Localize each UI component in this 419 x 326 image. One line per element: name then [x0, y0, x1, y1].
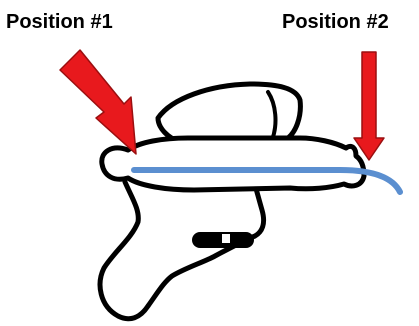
position-2-arrow: [354, 52, 384, 160]
device-handle: [100, 182, 264, 319]
position-1-arrow: [60, 50, 136, 154]
device-top-lobe: [158, 84, 300, 142]
device-barrel: [102, 138, 364, 190]
trigger-slot-divider: [222, 234, 230, 243]
